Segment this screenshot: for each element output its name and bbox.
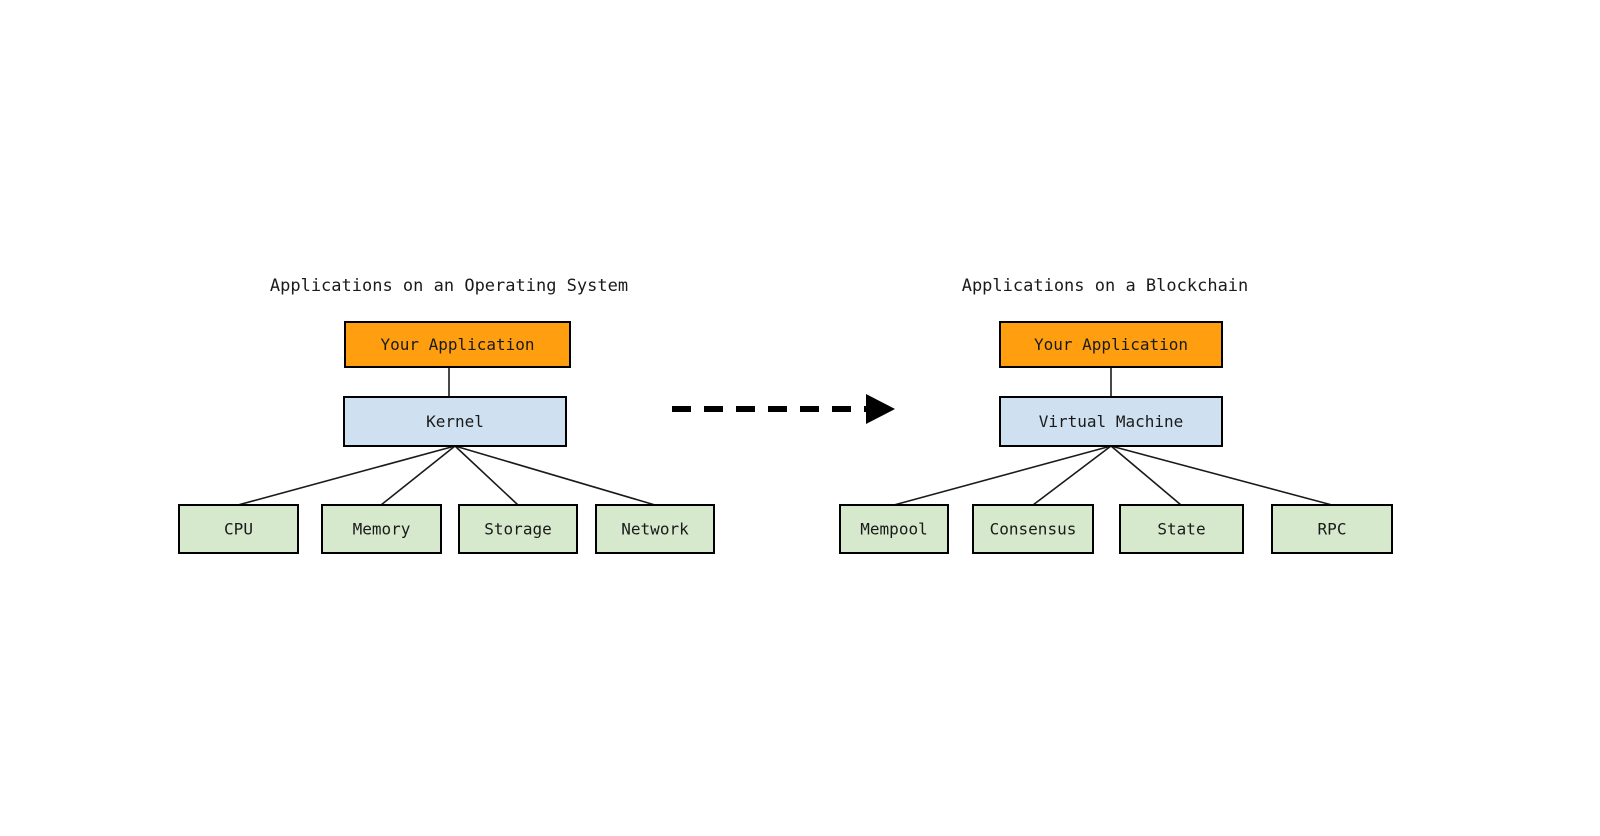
edge-os-kernel-to-memory [380, 445, 456, 506]
node-bc-virtual-machine[interactable]: Virtual Machine [999, 396, 1223, 447]
node-os-storage-label: Storage [484, 520, 551, 539]
transition-arrow-head [866, 394, 895, 424]
node-os-storage-box[interactable] [458, 504, 578, 554]
panel-operating-system: Applications on an Operating System Your… [178, 276, 715, 554]
node-os-kernel-box[interactable] [343, 396, 567, 447]
node-bc-state[interactable]: State [1119, 504, 1244, 554]
node-os-memory[interactable]: Memory [321, 504, 442, 554]
transition-arrow [672, 394, 895, 424]
node-os-application-box[interactable] [344, 321, 571, 368]
edge-os-kernel-to-network [454, 445, 656, 506]
node-os-memory-label: Memory [353, 520, 411, 539]
node-os-cpu-box[interactable] [178, 504, 299, 554]
node-os-network-box[interactable] [595, 504, 715, 554]
edge-bc-vm-to-rpc [1110, 445, 1333, 506]
panel-title-blockchain: Applications on a Blockchain [962, 276, 1249, 296]
node-os-kernel[interactable]: Kernel [343, 396, 567, 447]
node-bc-consensus-label: Consensus [990, 520, 1077, 539]
node-bc-mempool-box[interactable] [839, 504, 949, 554]
node-os-kernel-label: Kernel [426, 412, 484, 431]
edge-group-blockchain [893, 367, 1333, 506]
panel-title-operating-system: Applications on an Operating System [270, 276, 628, 296]
edge-bc-vm-to-consensus [1032, 445, 1112, 506]
node-bc-application[interactable]: Your Application [999, 321, 1223, 368]
node-bc-consensus[interactable]: Consensus [972, 504, 1094, 554]
node-os-memory-box[interactable] [321, 504, 442, 554]
node-bc-rpc-box[interactable] [1271, 504, 1393, 554]
node-os-network[interactable]: Network [595, 504, 715, 554]
node-bc-mempool-label: Mempool [860, 520, 927, 539]
node-bc-state-label: State [1157, 520, 1205, 539]
node-bc-application-box[interactable] [999, 321, 1223, 368]
edge-bc-vm-to-state [1110, 445, 1182, 506]
node-bc-virtual-machine-label: Virtual Machine [1039, 412, 1184, 431]
node-os-cpu[interactable]: CPU [178, 504, 299, 554]
node-bc-rpc-label: RPC [1318, 520, 1347, 539]
edge-os-kernel-to-storage [454, 445, 519, 506]
node-bc-rpc[interactable]: RPC [1271, 504, 1393, 554]
node-bc-mempool[interactable]: Mempool [839, 504, 949, 554]
edge-bc-vm-to-mempool [893, 445, 1112, 506]
edge-os-kernel-to-cpu [237, 445, 456, 506]
node-os-application-label: Your Application [380, 335, 534, 354]
node-bc-consensus-box[interactable] [972, 504, 1094, 554]
node-os-storage[interactable]: Storage [458, 504, 578, 554]
node-os-network-label: Network [621, 520, 689, 539]
node-os-application[interactable]: Your Application [344, 321, 571, 368]
node-bc-virtual-machine-box[interactable] [999, 396, 1223, 447]
node-bc-state-box[interactable] [1119, 504, 1244, 554]
node-bc-application-label: Your Application [1034, 335, 1188, 354]
edge-group-operating-system [237, 367, 656, 506]
node-os-cpu-label: CPU [224, 520, 253, 539]
panel-blockchain: Applications on a Blockchain Your Applic… [839, 276, 1393, 554]
